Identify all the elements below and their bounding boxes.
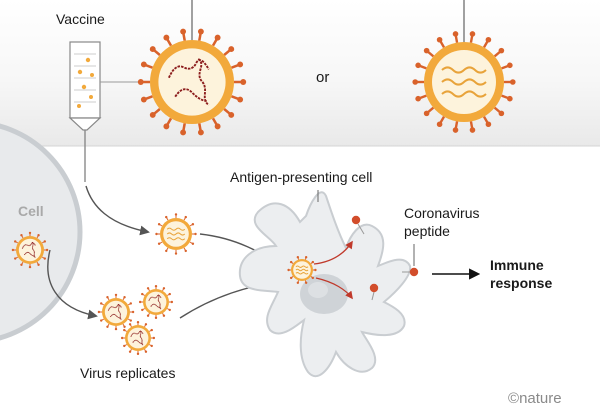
arrow-to-vaccine-virus [85, 185, 150, 236]
credit-logo: ©nature [508, 390, 562, 407]
vaccine-vial [68, 41, 102, 182]
immune-response-label-line1: Immune [490, 257, 544, 273]
apc-label: Antigen-presenting cell [230, 169, 372, 185]
virus-inside-apc [287, 256, 317, 284]
peptide-2 [369, 283, 379, 301]
immune-response-label-line2: response [490, 275, 552, 291]
coronavirus-peptide-label-line1: Coronavirus [404, 205, 479, 221]
or-label: or [316, 69, 329, 86]
virus-replicate-2 [138, 284, 174, 320]
cell-label: Cell [18, 203, 44, 219]
virus-inside-cell [11, 231, 49, 269]
virus-small-delivered [155, 213, 197, 255]
red-arrow-down [315, 277, 353, 300]
virus-large-rna-variant [137, 28, 247, 136]
vaccine-label: Vaccine [56, 11, 105, 27]
virus-large-wavy-variant [412, 31, 516, 133]
host-cell [0, 123, 83, 341]
peptide-surface [402, 267, 419, 277]
arrow-to-replicates [47, 249, 98, 320]
antigen-presenting-cell [238, 191, 412, 378]
red-arrow-up [313, 240, 353, 265]
coronavirus-peptide-label-line2: peptide [404, 223, 450, 239]
virus-replicates-label: Virus replicates [80, 365, 175, 381]
virus-replicate-3 [120, 320, 156, 356]
virus-replicate-1 [97, 293, 135, 331]
peptide-1 [351, 215, 365, 235]
